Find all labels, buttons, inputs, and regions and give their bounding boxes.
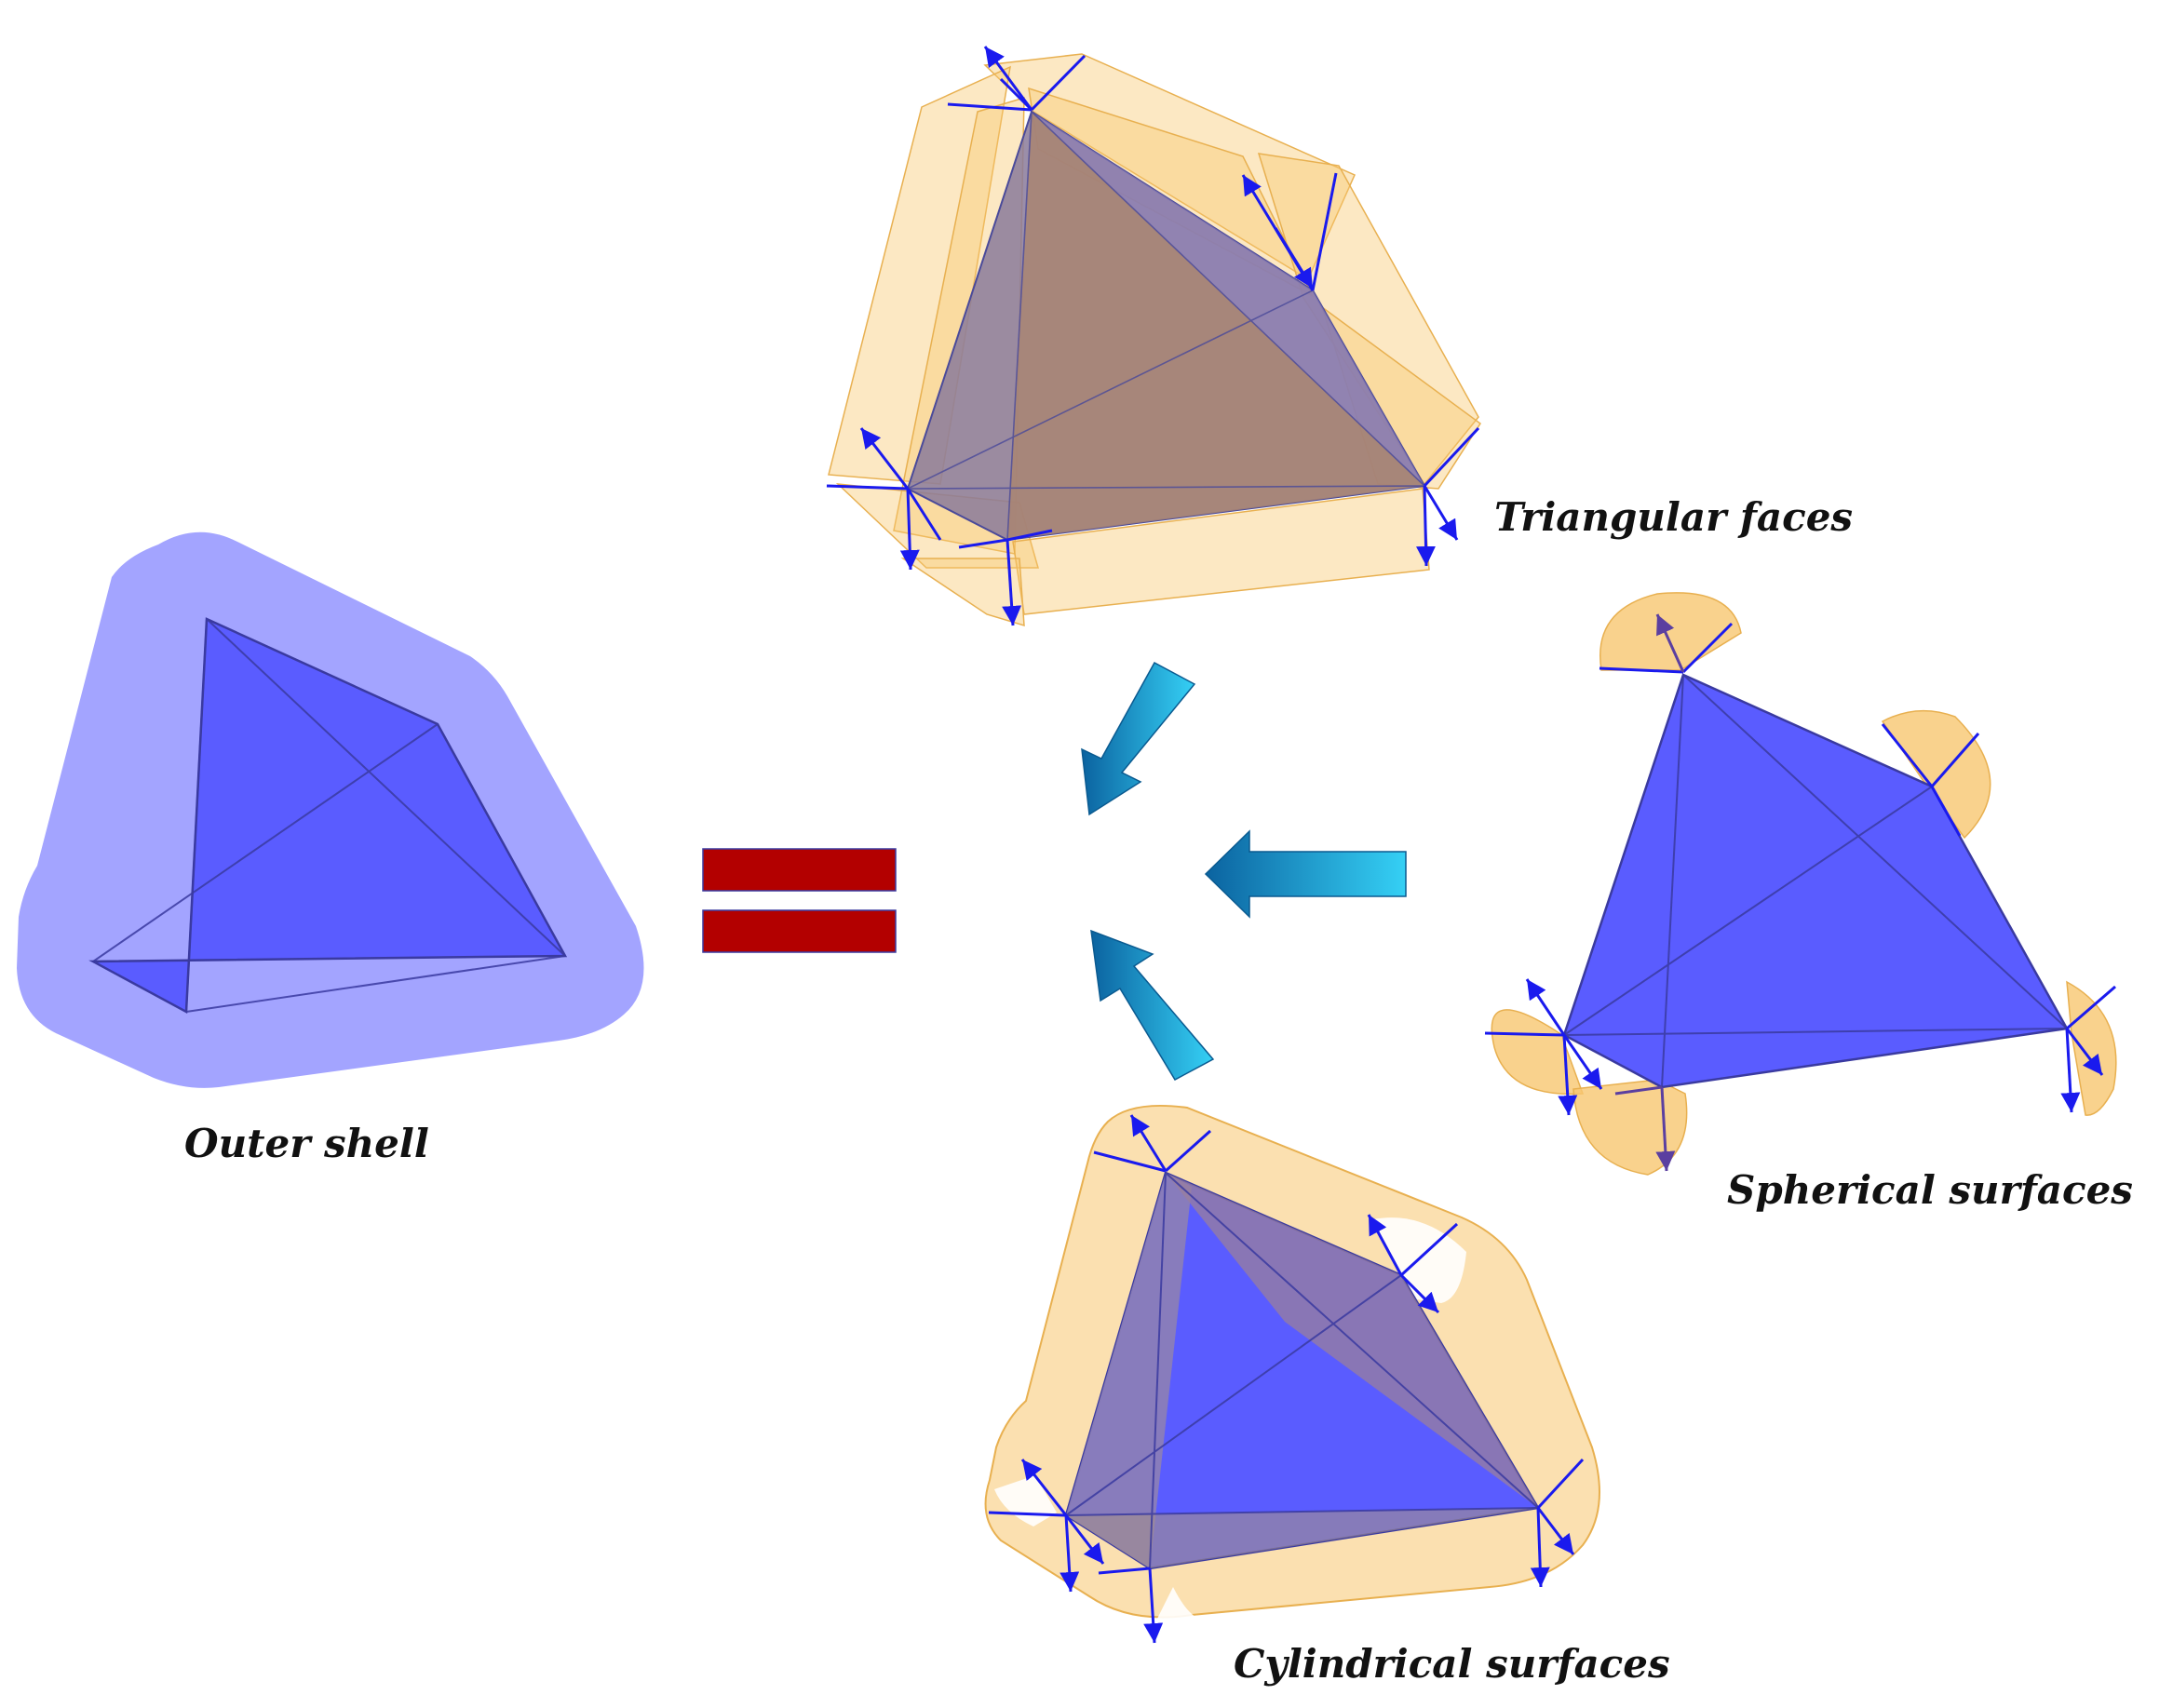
equals-sign-icon	[702, 848, 897, 953]
triangular-face-brown	[1007, 112, 1424, 540]
cylindrical-normal-arrows	[988, 1114, 1585, 1644]
flow-arrows	[1081, 661, 1407, 1081]
spherical-tetrahedron	[1562, 673, 2069, 1089]
spherical-caps	[1491, 592, 2117, 1176]
cylindrical-inner-edges	[1065, 1172, 1539, 1569]
outer-shell-inner-edges	[92, 618, 566, 1013]
cylindrical-surfaces-figure: Cylindrical surfaces	[984, 1104, 1670, 1687]
label-outer-shell: Outer shell	[184, 1121, 429, 1166]
triangular-faces-figure: Triangular faces	[826, 46, 1853, 627]
arrow-from-triangular-icon	[1081, 661, 1196, 816]
outer-shell-figure: Outer shell	[17, 531, 644, 1166]
spherical-surfaces-figure: Spherical surfaces	[1484, 592, 2133, 1213]
label-spherical-surfaces: Spherical surfaces	[1727, 1167, 2133, 1213]
label-cylindrical-surfaces: Cylindrical surfaces	[1234, 1641, 1670, 1687]
cylindrical-face-bottom	[1066, 1508, 1538, 1568]
arrow-from-spherical-icon	[1204, 829, 1407, 919]
triangular-normal-arrows	[826, 46, 1480, 626]
spherical-inner-edges	[1563, 674, 2068, 1088]
triangular-inner-edges	[907, 111, 1425, 541]
spherical-normal-arrows	[1484, 613, 2116, 1172]
cylindrical-face-left	[1066, 1173, 1192, 1568]
triangular-offset-faces	[828, 53, 1482, 627]
label-triangular-faces: Triangular faces	[1494, 494, 1853, 540]
arrow-from-cylindrical-icon	[1090, 929, 1215, 1081]
